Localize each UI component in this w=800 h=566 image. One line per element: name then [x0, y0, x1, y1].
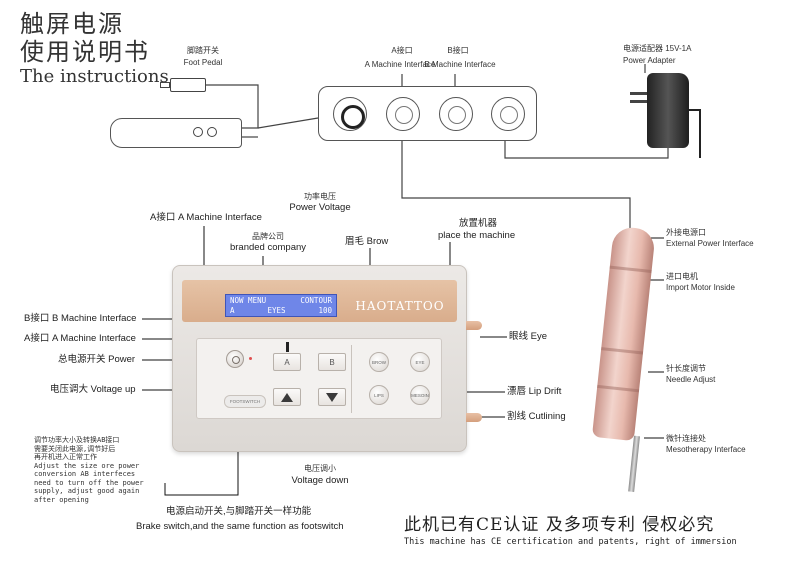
note-line: Adjust the size ore power	[34, 461, 140, 470]
adapter-prongs	[630, 90, 650, 106]
motor-label-zh: 进口电机	[666, 272, 698, 281]
note-line: after opening	[34, 495, 89, 504]
pedal-jack-1	[193, 127, 203, 137]
brake-label-zh: 电源启动开关,与脚踏开关一样功能	[166, 506, 312, 517]
power-voltage-label-en: Power Voltage	[289, 202, 351, 213]
eye-button[interactable]: EYE	[410, 352, 430, 372]
cutline-button[interactable]: MESOIN	[410, 385, 430, 405]
cutline-label: 割线 Cutlining	[507, 411, 566, 422]
eye-label: 眼线 Eye	[509, 331, 548, 342]
power-voltage-label-zh: 功率电压	[304, 192, 336, 201]
pen-ring-3	[597, 384, 640, 393]
power-button[interactable]	[226, 350, 244, 368]
a-interface-label-en: A Machine Interface	[364, 60, 436, 69]
lcd-mode: CONTOUR	[300, 296, 332, 305]
brow-label: 眉毛 Brow	[345, 236, 389, 247]
a-button-label: A	[284, 357, 290, 367]
a-interface-left-label: A接口 A Machine Interface	[24, 333, 136, 344]
lcd-voltage: 100	[318, 306, 332, 315]
b-interface-socket	[439, 97, 473, 131]
voltage-down-button[interactable]	[318, 388, 346, 406]
footswitch-button[interactable]: FOOTSWITCH	[224, 395, 266, 408]
interface-box	[318, 86, 537, 141]
foot-pedal-label-en: Foot Pedal	[183, 58, 223, 67]
mesotherapy-label-en: Mesotherapy Interface	[666, 445, 746, 454]
a-interface-socket	[386, 97, 420, 131]
b-interface-label-en: B Machine Interface	[424, 60, 496, 69]
a-interface-top-label: A接口 A Machine Interface	[150, 212, 262, 223]
note-line: 需要关闭此电源,调节好后	[34, 444, 116, 453]
ce-statement-zh: 此机已有CE认证 及多项专利 侵权必究	[404, 515, 715, 535]
branded-label-en: branded company	[229, 242, 307, 253]
a-interface-label-zh: A接口	[391, 46, 413, 55]
power-adapter-socket	[491, 97, 525, 131]
up-arrow-icon	[281, 392, 293, 402]
mesotherapy-label-zh: 微针连接处	[666, 434, 706, 443]
title-en: The instructions	[20, 66, 169, 87]
brand-logo: HAOTATTOO	[355, 299, 445, 313]
power-label: 总电源开关 Power	[58, 354, 136, 365]
power-adapter	[647, 73, 689, 148]
power-adapter-label-zh: 电源适配器 15V-1A	[623, 44, 692, 53]
note-line: 再开机进入正常工作	[34, 453, 97, 461]
a-interface-button[interactable]: A	[273, 353, 301, 371]
lips-button[interactable]: LIPS	[369, 385, 389, 405]
pen-ring-1	[609, 265, 652, 273]
b-button-label: B	[329, 357, 335, 367]
voltage-up-button[interactable]	[273, 388, 301, 406]
lcd-screen: NOW MENU CONTOUR A EYES 100	[225, 294, 337, 317]
machine-hook-bottom	[466, 413, 482, 422]
a-indicator	[286, 342, 289, 352]
title-zh-line2: 使用说明书	[20, 38, 150, 66]
place-label-zh: 放置机器	[459, 218, 498, 229]
note-line: need to turn off the power	[34, 478, 144, 487]
pen-ring-2	[601, 347, 644, 355]
b-interface-label-zh: B接口	[447, 46, 469, 55]
ext-power-label-zh: 外接电源口	[666, 228, 706, 237]
needle-adjust-label-zh: 针长度调节	[666, 364, 706, 373]
brow-button[interactable]: BROW	[369, 352, 389, 372]
foot-pedal-label-zh: 脚踏开关	[187, 46, 219, 55]
motor-label-en: Import Motor Inside	[666, 283, 735, 292]
b-interface-button[interactable]: B	[318, 353, 346, 371]
power-indicator	[249, 357, 252, 360]
brake-label-en: Brake switch,and the same function as fo…	[136, 521, 344, 532]
foot-pedal-socket	[333, 97, 367, 131]
foot-pedal-plug-tip	[160, 82, 170, 88]
note-line: supply, adjust good again	[34, 487, 140, 495]
voltage-down-label-zh: 电压调小	[304, 464, 336, 473]
pedal-jack-2	[207, 127, 217, 137]
lcd-interface: A	[230, 306, 235, 315]
adjust-note: 调节功率大小及转换AB接口 需要关闭此电源,调节好后 再开机进入正常工作 Adj…	[34, 436, 144, 504]
foot-pedal	[110, 118, 242, 148]
note-line: conversion AB interfeces	[34, 470, 136, 478]
lcd-program: EYES	[267, 306, 286, 315]
branded-label-zh: 品牌公司	[252, 232, 284, 241]
title-zh-line1: 触屏电源	[20, 10, 124, 38]
place-label-en: place the machine	[438, 230, 516, 241]
lip-label: 漂唇 Lip Drift	[507, 386, 562, 397]
ce-statement-en: This machine has CE certification and pa…	[404, 537, 737, 547]
down-arrow-icon	[326, 392, 338, 402]
foot-pedal-plug	[170, 78, 206, 92]
note-line: 调节功率大小及转换AB接口	[34, 436, 120, 444]
power-adapter-label-en: Power Adapter	[623, 56, 676, 65]
needle-adjust-label-en: Needle Adjust	[666, 375, 716, 384]
ext-power-label-en: External Power Interface	[666, 239, 754, 248]
control-divider	[351, 345, 352, 413]
b-interface-left-label: B接口 B Machine Interface	[24, 313, 137, 324]
lcd-menu: NOW MENU	[230, 296, 267, 305]
voltage-down-label-en: Voltage down	[291, 475, 349, 486]
machine-hook-top	[466, 321, 482, 330]
voltage-up-label: 电压调大 Voltage up	[50, 384, 136, 395]
